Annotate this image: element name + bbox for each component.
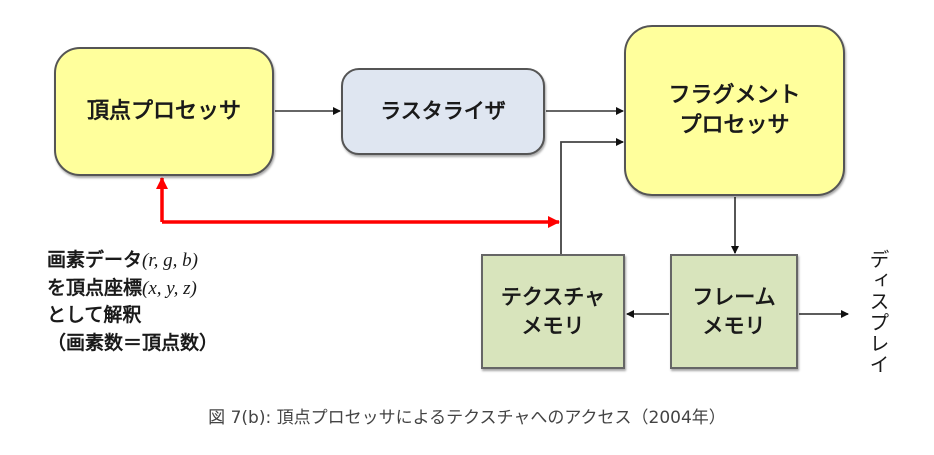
vertex-processor-label: 頂点プロセッサ — [86, 98, 241, 124]
note-line-2: を頂点座標(x, y, z) — [47, 275, 218, 303]
vertex-processor-block: 頂点プロセッサ — [54, 47, 274, 176]
frame-memory-block: フレーム メモリ — [670, 254, 798, 369]
frame-memory-label-line1: フレーム — [692, 285, 776, 310]
note-line-1-text: 画素データ — [47, 249, 143, 271]
rasterizer-label: ラスタライザ — [380, 99, 506, 124]
fragment-processor-block: フラグメント プロセッサ — [624, 25, 845, 196]
note-line-4: （画素数＝頂点数） — [47, 331, 219, 354]
texture-memory-block: テクスチャ メモリ — [481, 254, 625, 369]
note-line-2-math: (x, y, z) — [142, 277, 197, 299]
annotation-note: 画素データ(r, g, b) を頂点座標(x, y, z) として解釈 （画素数… — [47, 247, 218, 357]
texture-memory-label-line2: メモリ — [521, 313, 585, 338]
note-line-1: 画素データ(r, g, b) — [47, 247, 218, 275]
display-label: ディスプレイ — [866, 249, 890, 375]
edge-texture-to-fragment — [560, 138, 624, 254]
fragment-processor-label-line2: プロセッサ — [679, 112, 790, 138]
texture-memory-label-line1: テクスチャ — [500, 285, 606, 310]
note-line-1-math: (r, g, b) — [142, 250, 198, 271]
fragment-processor-label-line1: フラグメント — [668, 82, 801, 108]
rasterizer-block: ラスタライザ — [341, 68, 545, 155]
note-line-2-text: を頂点座標 — [47, 276, 143, 299]
frame-memory-label-line2: メモリ — [702, 313, 766, 338]
note-line-3: として解釈 — [47, 304, 142, 326]
figure-caption: 図 7(b): 頂点プロセッサによるテクスチャへのアクセス（2004年） — [208, 408, 726, 428]
